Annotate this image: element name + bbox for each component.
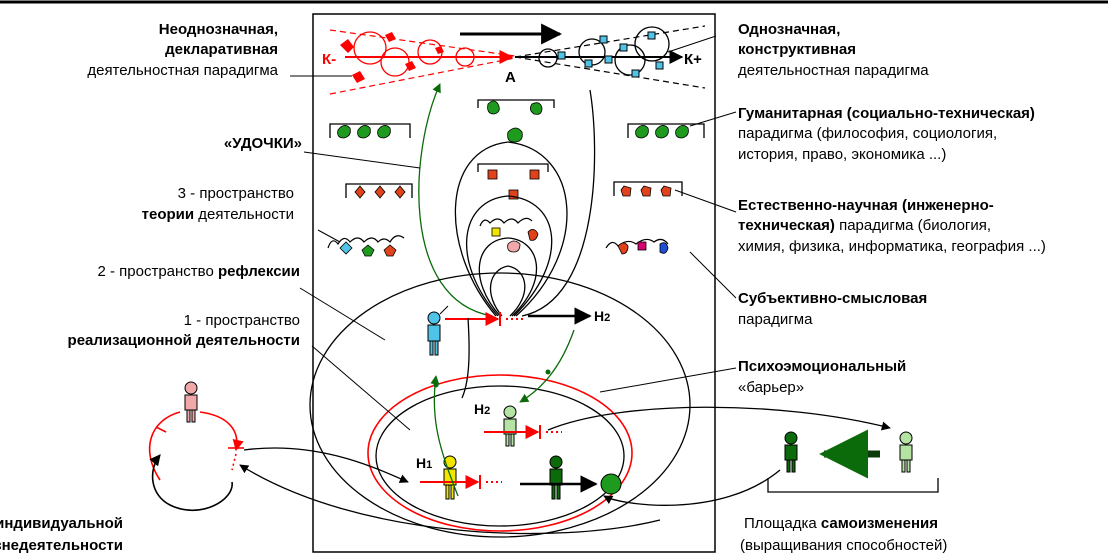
natural-symbols (354, 169, 672, 200)
cyan-person-figure (427, 305, 449, 356)
h2-lower-label: Н2 (474, 401, 490, 417)
point-a-label: А (505, 69, 516, 86)
k-plus-label: К+ (684, 51, 702, 68)
space2-label: 2 - пространство рефлексии (97, 263, 300, 280)
paradigm-cone (329, 23, 706, 95)
result-circle (600, 473, 622, 495)
cycle-line1: Цикл индивидуальной (0, 515, 123, 532)
realization-space-ellipse (375, 385, 625, 527)
barrier-ellipse (367, 374, 633, 532)
subjective-line2: парадигма (738, 311, 813, 328)
udochki-arcs (418, 83, 596, 317)
constructive-title-3: деятельностная парадигма (738, 62, 929, 79)
space1-line2: реализационной деятельности (67, 332, 300, 349)
natural-line2: техническая) парадигма (биология, (738, 217, 992, 234)
natural-line3: химия, физика, информатика, география ..… (738, 238, 1046, 255)
h1-label: Н1 (416, 455, 432, 471)
declarative-title-2: декларативная (165, 41, 278, 58)
selfchange-line2: (выращивания способностей) (740, 537, 948, 554)
central-frame (312, 13, 716, 553)
space3-line2: теории деятельности (141, 206, 294, 223)
reflection-space-ellipse (309, 272, 691, 538)
dark-green-person-figure (549, 455, 563, 500)
k-minus-label: К- (322, 51, 336, 68)
psycho-line2: «барьер» (738, 379, 805, 396)
constructive-title-1: Однозначная, (738, 21, 841, 38)
paradigm-brackets (329, 99, 705, 198)
pink-person-figure (184, 381, 198, 423)
psycho-title: Психоэмоциональный (738, 358, 907, 375)
subjective-symbols (339, 227, 669, 257)
selfchange-line1: Площадка самоизменения (744, 515, 938, 532)
space3-line1: 3 - пространство (177, 185, 294, 202)
cycle-line2: жизнедеятельности (0, 537, 123, 554)
humanitarian-symbols (337, 100, 689, 143)
space1-line1: 1 - пространство (183, 312, 300, 329)
udochki-label: «УДОЧКИ» (223, 135, 302, 152)
subjective-title: Субъективно-смысловая (738, 290, 928, 307)
natural-title: Естественно-научная (инженерно- (738, 197, 994, 214)
self-change-platform (767, 429, 939, 493)
humanitarian-line3: история, право, экономика ...) (738, 146, 947, 163)
humanitarian-line2: парадигма (философия, социология, (738, 125, 998, 142)
subjective-brackets (327, 217, 669, 249)
humanitarian-title: Гуманитарная (социально-техническая) (738, 105, 1035, 122)
declarative-title-1: Неоднозначная, (158, 21, 278, 38)
light-green-person-figure (503, 405, 517, 447)
life-cycle (148, 411, 244, 511)
leader-lines (290, 35, 737, 431)
declarative-title-3: деятельностная парадигма (87, 62, 278, 79)
h2-upper-label: Н2 (594, 308, 610, 324)
constructive-title-2: конструктивная (738, 41, 856, 58)
